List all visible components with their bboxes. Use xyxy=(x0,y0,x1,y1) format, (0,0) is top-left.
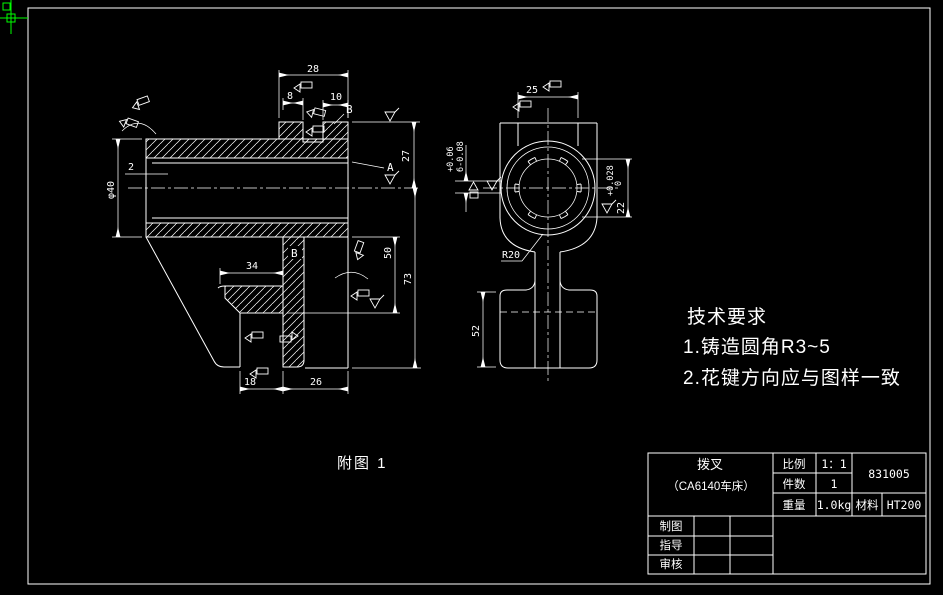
surface-finish-icon xyxy=(542,80,562,92)
dim-18: 18 xyxy=(244,377,256,388)
dim-2: 2 xyxy=(128,162,134,173)
ucs-box-icon xyxy=(2,2,11,11)
qty-value: 1 xyxy=(831,477,838,491)
part-subtitle: （CA6140车床） xyxy=(667,479,755,493)
dim-10: 10 xyxy=(330,92,342,103)
datum-label-a: A xyxy=(387,161,394,174)
dim-34: 34 xyxy=(246,261,258,272)
roughness-triangle-icon xyxy=(601,199,617,214)
surface-finish-icon xyxy=(350,289,370,301)
drawing-number: 831005 xyxy=(868,467,910,481)
tech-requirements: 技术要求 1.铸造圆角R3~5 2.花键方向应与图样一致 xyxy=(683,306,901,389)
tech-requirements-title: 技术要求 xyxy=(687,306,767,328)
dim-8-top: 8 xyxy=(287,91,293,102)
dim-27: 27 xyxy=(401,150,412,162)
datum-triangle-icon xyxy=(468,181,479,199)
title-block: 拨叉 （CA6140车床） 比例 1：1 件数 1 重量 1.0kg 材料 HT… xyxy=(647,452,927,575)
datum-label-b-mid: B xyxy=(291,247,298,260)
roughness-triangle-icon xyxy=(369,294,385,309)
dim-73: 73 xyxy=(403,273,414,285)
dim-22-tol-lower: 0 xyxy=(614,181,624,186)
row-label-draw: 制图 xyxy=(660,520,683,533)
roughness-triangle-icon xyxy=(384,107,400,122)
dim-25: 25 xyxy=(526,85,538,96)
material-value: HT200 xyxy=(887,498,922,512)
part-name: 拨叉 xyxy=(697,457,723,472)
surface-finish-icon xyxy=(129,95,152,112)
dim-22-tol-upper: +0.028 xyxy=(606,165,616,196)
figure-caption: 附图 1 xyxy=(337,455,388,472)
surface-finish-icon xyxy=(351,240,368,262)
spline-tol-upper: +0.06 xyxy=(446,146,456,172)
scale-value: 1：1 xyxy=(821,457,846,471)
spline-width-note: 6-0.08 xyxy=(456,141,466,172)
surface-finish-icon xyxy=(293,81,313,93)
dim-28: 28 xyxy=(307,64,319,75)
surface-finish-icon xyxy=(512,100,532,112)
tech-requirement-2: 2.花键方向应与图样一致 xyxy=(683,367,901,389)
weight-value: 1.0kg xyxy=(817,498,852,512)
qty-label: 件数 xyxy=(783,477,806,491)
side-view: 25 22 +0.028 0 +0.06 6-0.08 R20 52 xyxy=(446,80,632,382)
pickbox-icon xyxy=(6,13,16,23)
dim-50: 50 xyxy=(383,247,394,259)
row-label-guide: 指导 xyxy=(660,538,683,552)
weight-label: 重量 xyxy=(783,498,806,512)
scale-label: 比例 xyxy=(783,457,806,471)
tech-requirement-1: 1.铸造圆角R3~5 xyxy=(683,336,831,358)
row-label-check: 审核 xyxy=(660,557,683,571)
front-view: 28 8 10 B 27 A 50 73 φ40 xyxy=(106,64,421,394)
crosshair-cursor xyxy=(0,0,28,34)
dim-r20: R20 xyxy=(502,250,520,261)
surface-finish-icon xyxy=(305,125,325,137)
dim-22: 22 xyxy=(616,202,627,214)
dim-26: 26 xyxy=(310,377,322,388)
sheet-frame xyxy=(27,7,931,585)
dim-52: 52 xyxy=(471,325,482,337)
datum-label-b-top: B xyxy=(346,103,353,116)
material-label: 材料 xyxy=(856,498,879,512)
dim-dia40: φ40 xyxy=(106,181,117,199)
surface-finish-icon xyxy=(244,331,264,343)
